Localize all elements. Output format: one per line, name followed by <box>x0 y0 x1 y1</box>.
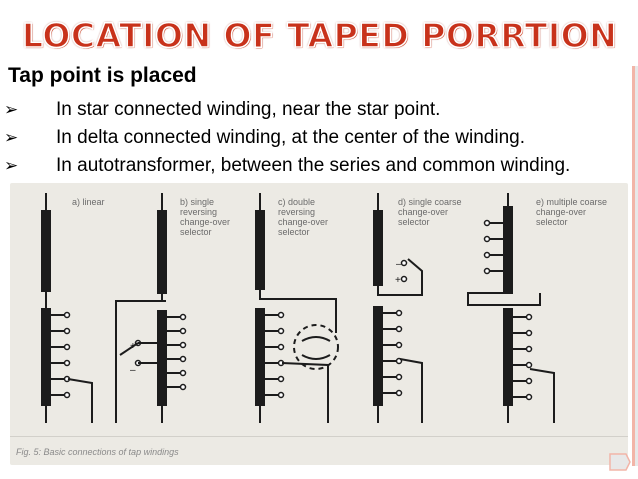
side-accent-stripe <box>632 66 635 466</box>
slide-title: LOCATION OF TAPED PORRTION <box>21 15 618 56</box>
arrow-bullet-icon: ➢ <box>4 128 19 148</box>
minus-sign: – <box>396 259 402 270</box>
bullet-item: ➢ In autotransformer, between the series… <box>4 152 636 180</box>
label-linear: a) linear <box>72 197 105 207</box>
bullet-item: ➢ In star connected winding, near the st… <box>4 96 636 124</box>
label-multiple-coarse: e) multiple coarse change-over selector <box>536 197 608 227</box>
side-decoration <box>632 66 638 466</box>
tap-winding-diagram: + – – + <box>41 193 555 423</box>
bullet-text: In delta connected winding, at the cente… <box>56 127 525 148</box>
arrow-bullet-icon: ➢ <box>4 100 19 120</box>
plus-sign: + <box>395 275 401 286</box>
diagram-single-reversing <box>115 193 187 423</box>
figure-divider <box>10 436 628 437</box>
diagram-double-reversing <box>255 193 339 423</box>
slide-number-icon <box>609 453 631 471</box>
bullet-item: ➢ In delta connected winding, at the cen… <box>4 124 636 152</box>
subheading: Tap point is placed <box>8 64 197 87</box>
bullet-text: In autotransformer, between the series a… <box>56 155 571 176</box>
label-single-coarse: d) single coarse change-over selector <box>398 197 462 227</box>
label-single-reversing: b) single reversing change-over selector <box>180 197 231 237</box>
plus-sign: + <box>130 341 136 352</box>
diagram-single-coarse <box>373 193 423 423</box>
diagram-multiple-coarse <box>467 193 555 423</box>
figure-caption: Fig. 5: Basic connections of tap winding… <box>16 447 179 457</box>
bullet-list: ➢ In star connected winding, near the st… <box>4 96 636 180</box>
minus-sign: – <box>130 365 136 376</box>
arrow-bullet-icon: ➢ <box>4 156 19 176</box>
bullet-text: In star connected winding, near the star… <box>56 99 441 120</box>
label-double-reversing: c) double reversing change-over selector <box>278 197 329 237</box>
diagram-linear <box>41 193 93 423</box>
tap-winding-figure: + – – + a) linear b) single reversing ch… <box>10 183 628 465</box>
